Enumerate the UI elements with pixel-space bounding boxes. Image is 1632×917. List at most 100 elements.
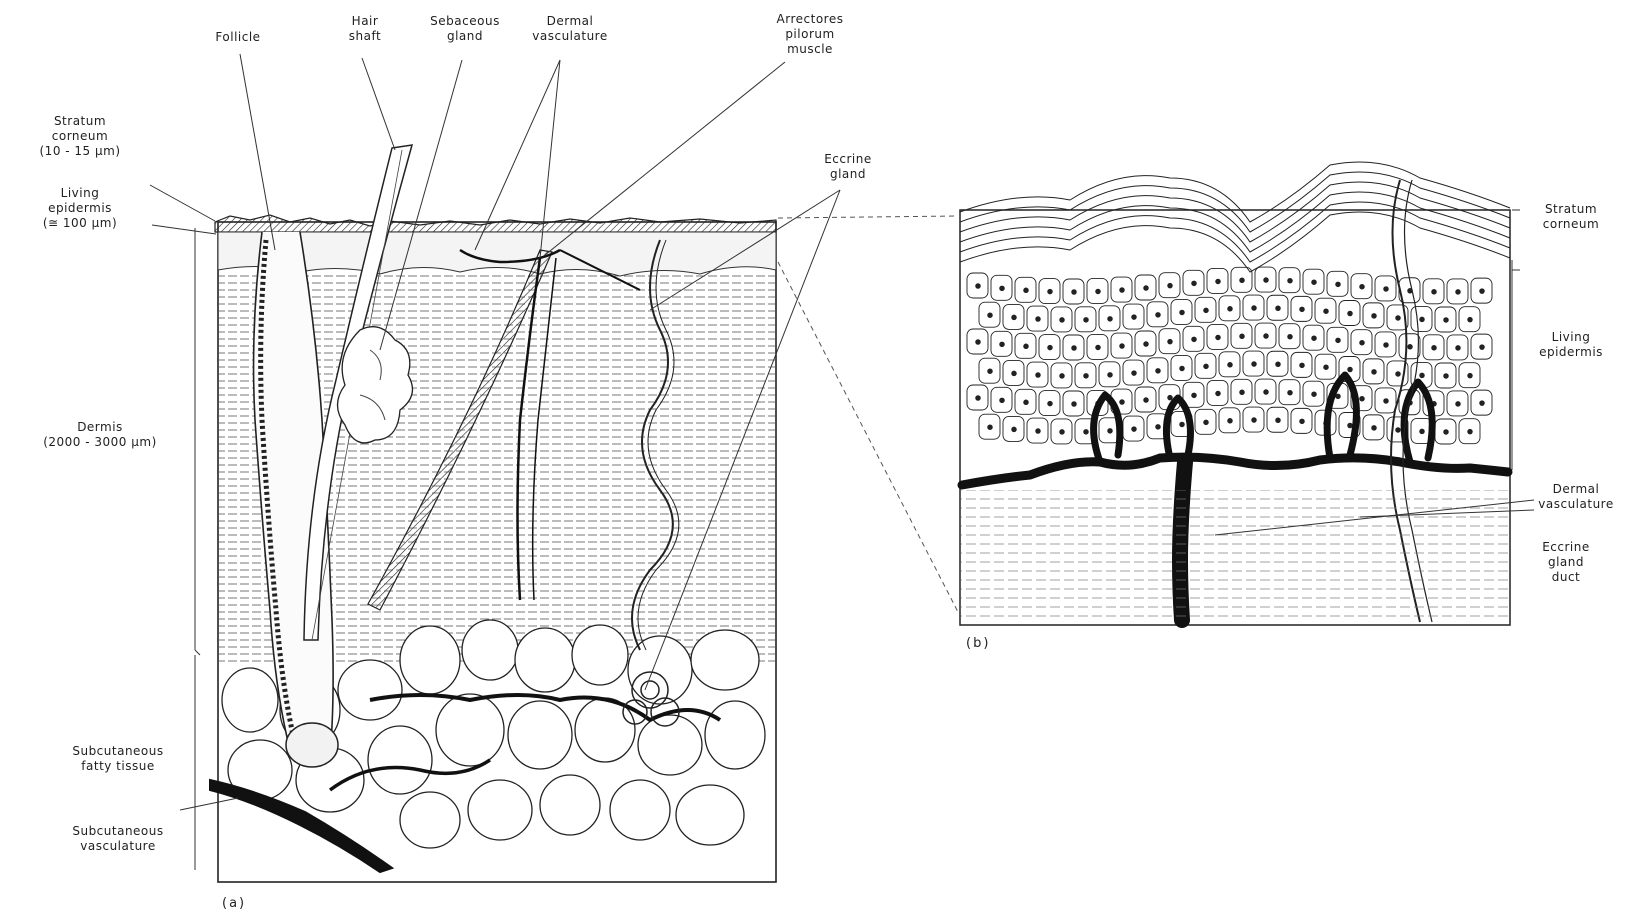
cell-nucleus (1468, 373, 1473, 378)
cell-nucleus (1312, 336, 1317, 341)
cell-nucleus (1216, 335, 1221, 340)
cell-nucleus (1252, 418, 1257, 423)
cell-nucleus (976, 284, 981, 289)
panel-b-dermis (961, 490, 1509, 624)
cell-nucleus (1276, 362, 1281, 367)
cell-nucleus (1384, 399, 1389, 404)
cell-nucleus (1144, 342, 1149, 347)
label-living-epidermis-a: Living epidermis (≅ 100 µm) (20, 186, 140, 231)
cell-nucleus (1048, 289, 1053, 294)
cell-nucleus (1120, 400, 1125, 405)
cell-nucleus (1072, 402, 1077, 407)
cell-nucleus (1480, 401, 1485, 406)
cell-nucleus (1048, 401, 1053, 406)
cell-nucleus (1372, 426, 1377, 431)
cell-nucleus (1180, 310, 1185, 315)
cell-nucleus (1192, 281, 1197, 286)
cell-nucleus (1168, 395, 1173, 400)
cell-nucleus (1156, 369, 1161, 374)
panel-b-block (778, 162, 1534, 625)
cell-nucleus (976, 396, 981, 401)
cell-nucleus (1216, 391, 1221, 396)
cell-nucleus (1300, 307, 1305, 312)
cell-nucleus (1228, 362, 1233, 367)
cell-nucleus (1420, 373, 1425, 378)
panel-a-stratum-corneum (215, 215, 776, 232)
cell-nucleus (1204, 420, 1209, 425)
cell-nucleus (1288, 390, 1293, 395)
cell-nucleus (1348, 311, 1353, 316)
cell-nucleus (1084, 374, 1089, 379)
cell-nucleus (1132, 315, 1137, 320)
cell-nucleus (1300, 363, 1305, 368)
cell-nucleus (1480, 289, 1485, 294)
cell-nucleus (1120, 344, 1125, 349)
cell-nucleus (1132, 427, 1137, 432)
cell-nucleus (1036, 429, 1041, 434)
cell-nucleus (1204, 308, 1209, 313)
panel-a-caption: (a) (222, 896, 246, 911)
cell-nucleus (1072, 290, 1077, 295)
cell-nucleus (1288, 334, 1293, 339)
cell-nucleus (1168, 339, 1173, 344)
cell-nucleus (1360, 284, 1365, 289)
cell-nucleus (1420, 429, 1425, 434)
cell-nucleus (1012, 371, 1017, 376)
cell-nucleus (1000, 286, 1005, 291)
cell-nucleus (1108, 317, 1113, 322)
cell-nucleus (1036, 317, 1041, 322)
cell-nucleus (1396, 316, 1401, 321)
label-sebaceous-gland: Sebaceous gland (420, 14, 510, 44)
cell-nucleus (1156, 425, 1161, 430)
label-subcutaneous-fatty-tissue: Subcutaneous fatty tissue (48, 744, 188, 774)
cell-nucleus (1264, 278, 1269, 283)
cell-nucleus (1396, 428, 1401, 433)
cell-nucleus (1348, 423, 1353, 428)
panel-b-stratum-corneum (960, 162, 1510, 272)
cell-nucleus (1336, 282, 1341, 287)
cell-nucleus (1156, 313, 1161, 318)
cell-nucleus (988, 313, 993, 318)
cell-nucleus (1192, 393, 1197, 398)
cell-nucleus (1132, 371, 1137, 376)
cell-nucleus (1456, 346, 1461, 351)
cell-nucleus (1312, 392, 1317, 397)
cell-nucleus (988, 425, 993, 430)
cell-nucleus (1012, 427, 1017, 432)
cell-nucleus (1384, 287, 1389, 292)
cell-nucleus (1096, 289, 1101, 294)
cell-nucleus (1324, 365, 1329, 370)
cell-nucleus (1468, 317, 1473, 322)
cell-nucleus (1480, 345, 1485, 350)
cell-nucleus (1444, 430, 1449, 435)
cell-nucleus (1336, 394, 1341, 399)
cell-nucleus (1120, 288, 1125, 293)
cell-nucleus (1060, 318, 1065, 323)
cell-nucleus (1168, 283, 1173, 288)
label-living-epidermis-b: Living epidermis (1526, 330, 1616, 360)
cell-nucleus (988, 369, 993, 374)
cell-nucleus (1408, 344, 1413, 349)
cell-nucleus (1432, 346, 1437, 351)
cell-nucleus (1456, 290, 1461, 295)
label-hair-shaft: Hair shaft (330, 14, 400, 44)
cell-nucleus (1312, 280, 1317, 285)
cell-nucleus (1096, 345, 1101, 350)
cell-nucleus (1000, 398, 1005, 403)
cell-nucleus (1084, 430, 1089, 435)
label-eccrine-gland-duct: Eccrine gland duct (1526, 540, 1606, 585)
cell-nucleus (1108, 373, 1113, 378)
cell-nucleus (1432, 290, 1437, 295)
cell-nucleus (1252, 362, 1257, 367)
cell-nucleus (1024, 344, 1029, 349)
cell-nucleus (1264, 334, 1269, 339)
label-arrectores-pilorum: Arrectores pilorum muscle (760, 12, 860, 57)
cell-nucleus (1012, 315, 1017, 320)
cell-nucleus (1240, 390, 1245, 395)
cell-nucleus (1468, 429, 1473, 434)
cell-nucleus (1084, 318, 1089, 323)
cell-nucleus (1024, 288, 1029, 293)
cell-nucleus (1192, 337, 1197, 342)
label-dermal-vasculature-b: Dermal vasculature (1526, 482, 1626, 512)
cell-nucleus (1228, 306, 1233, 311)
